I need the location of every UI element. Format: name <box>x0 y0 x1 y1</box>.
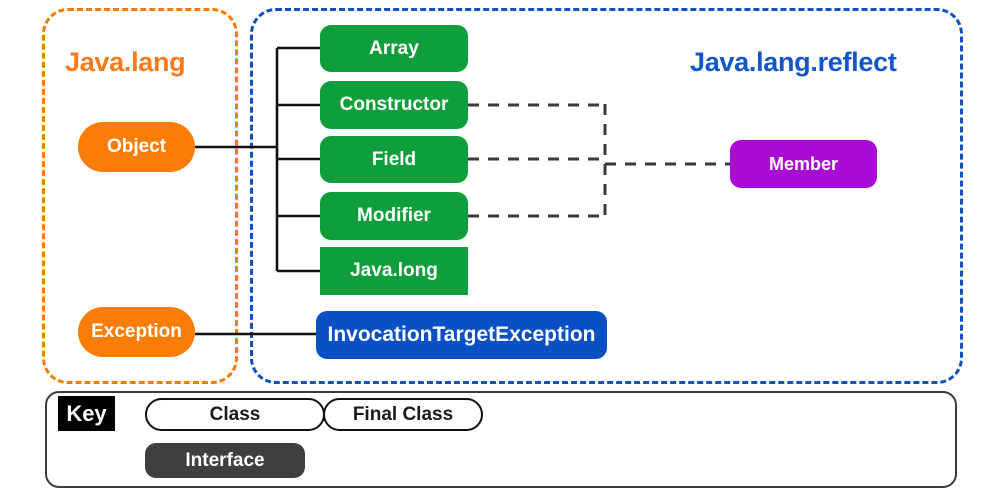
node-invocation-target-exception[interactable]: InvocationTargetException <box>316 311 607 359</box>
node-array[interactable]: Array <box>320 25 468 72</box>
package-container-java-lang-reflect <box>250 8 963 384</box>
legend-item-final-class: Final Class <box>323 398 483 431</box>
node-java-long[interactable]: Java.long <box>320 247 468 295</box>
node-modifier[interactable]: Modifier <box>320 192 468 240</box>
package-title-java-lang-reflect: Java.lang.reflect <box>690 47 897 77</box>
node-field[interactable]: Field <box>320 136 468 183</box>
package-title-java-lang: Java.lang <box>65 47 186 77</box>
legend-item-class: Class <box>145 398 325 431</box>
package-container-java-lang <box>42 8 238 384</box>
node-object[interactable]: Object <box>78 122 195 172</box>
node-constructor[interactable]: Constructor <box>320 81 468 129</box>
legend-key-label: Key <box>58 396 115 431</box>
node-member[interactable]: Member <box>730 140 877 188</box>
node-exception[interactable]: Exception <box>78 307 195 357</box>
legend-item-interface: Interface <box>145 443 305 478</box>
